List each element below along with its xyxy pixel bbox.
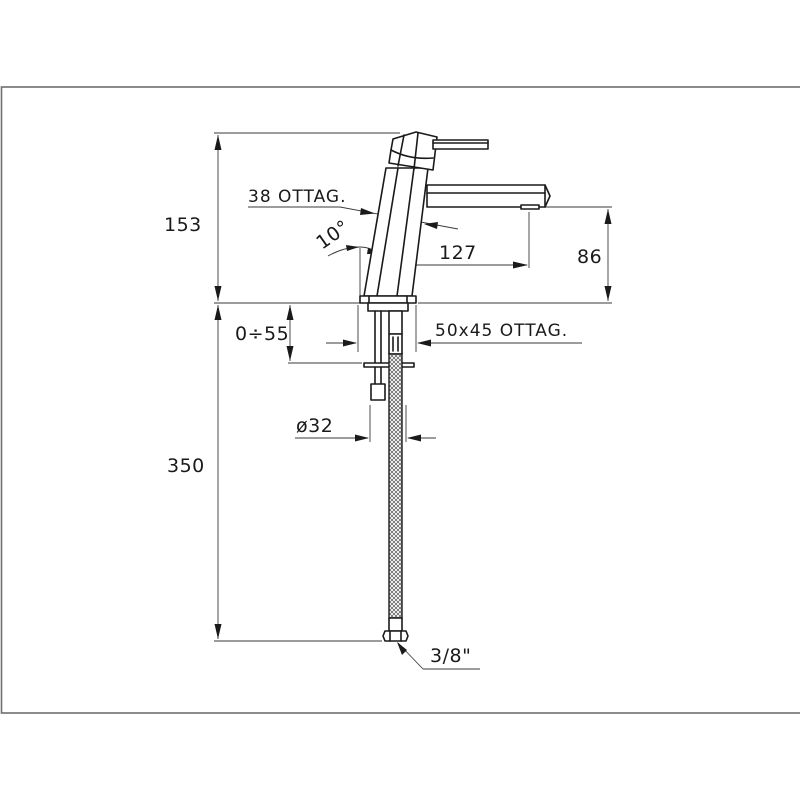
- dimension-label-0-55: 0÷55: [235, 323, 289, 345]
- dimension-hole-diameter: ø32: [295, 405, 436, 442]
- dimension-label-86: 86: [577, 246, 602, 268]
- dimension-label-153: 153: [164, 214, 202, 236]
- label-50x45-ottag: 50x45 OTTAG.: [435, 321, 568, 341]
- dimension-label-diameter-32: ø32: [296, 415, 333, 437]
- label-3-8-inch: 3/8": [430, 645, 471, 667]
- dimension-label-350: 350: [167, 455, 205, 477]
- label-38-ottag: 38 OTTAG.: [248, 187, 346, 207]
- dimension-hose-length: 350: [167, 305, 382, 642]
- dimension-total-height: 153: [164, 132, 400, 304]
- annotation-hose-thread: 3/8": [397, 642, 480, 670]
- flexible-hose: [382, 353, 409, 642]
- annotation-body-section: 38 OTTAG.: [248, 187, 459, 230]
- faucet-body: [359, 131, 551, 312]
- dimension-label-127: 127: [439, 242, 477, 264]
- dimension-spout-height: 86: [545, 206, 612, 301]
- drawing-frame: [0, 86, 800, 714]
- dimension-deck-thickness: 0÷55: [235, 305, 362, 364]
- annotation-base-section: 50x45 OTTAG.: [326, 305, 582, 352]
